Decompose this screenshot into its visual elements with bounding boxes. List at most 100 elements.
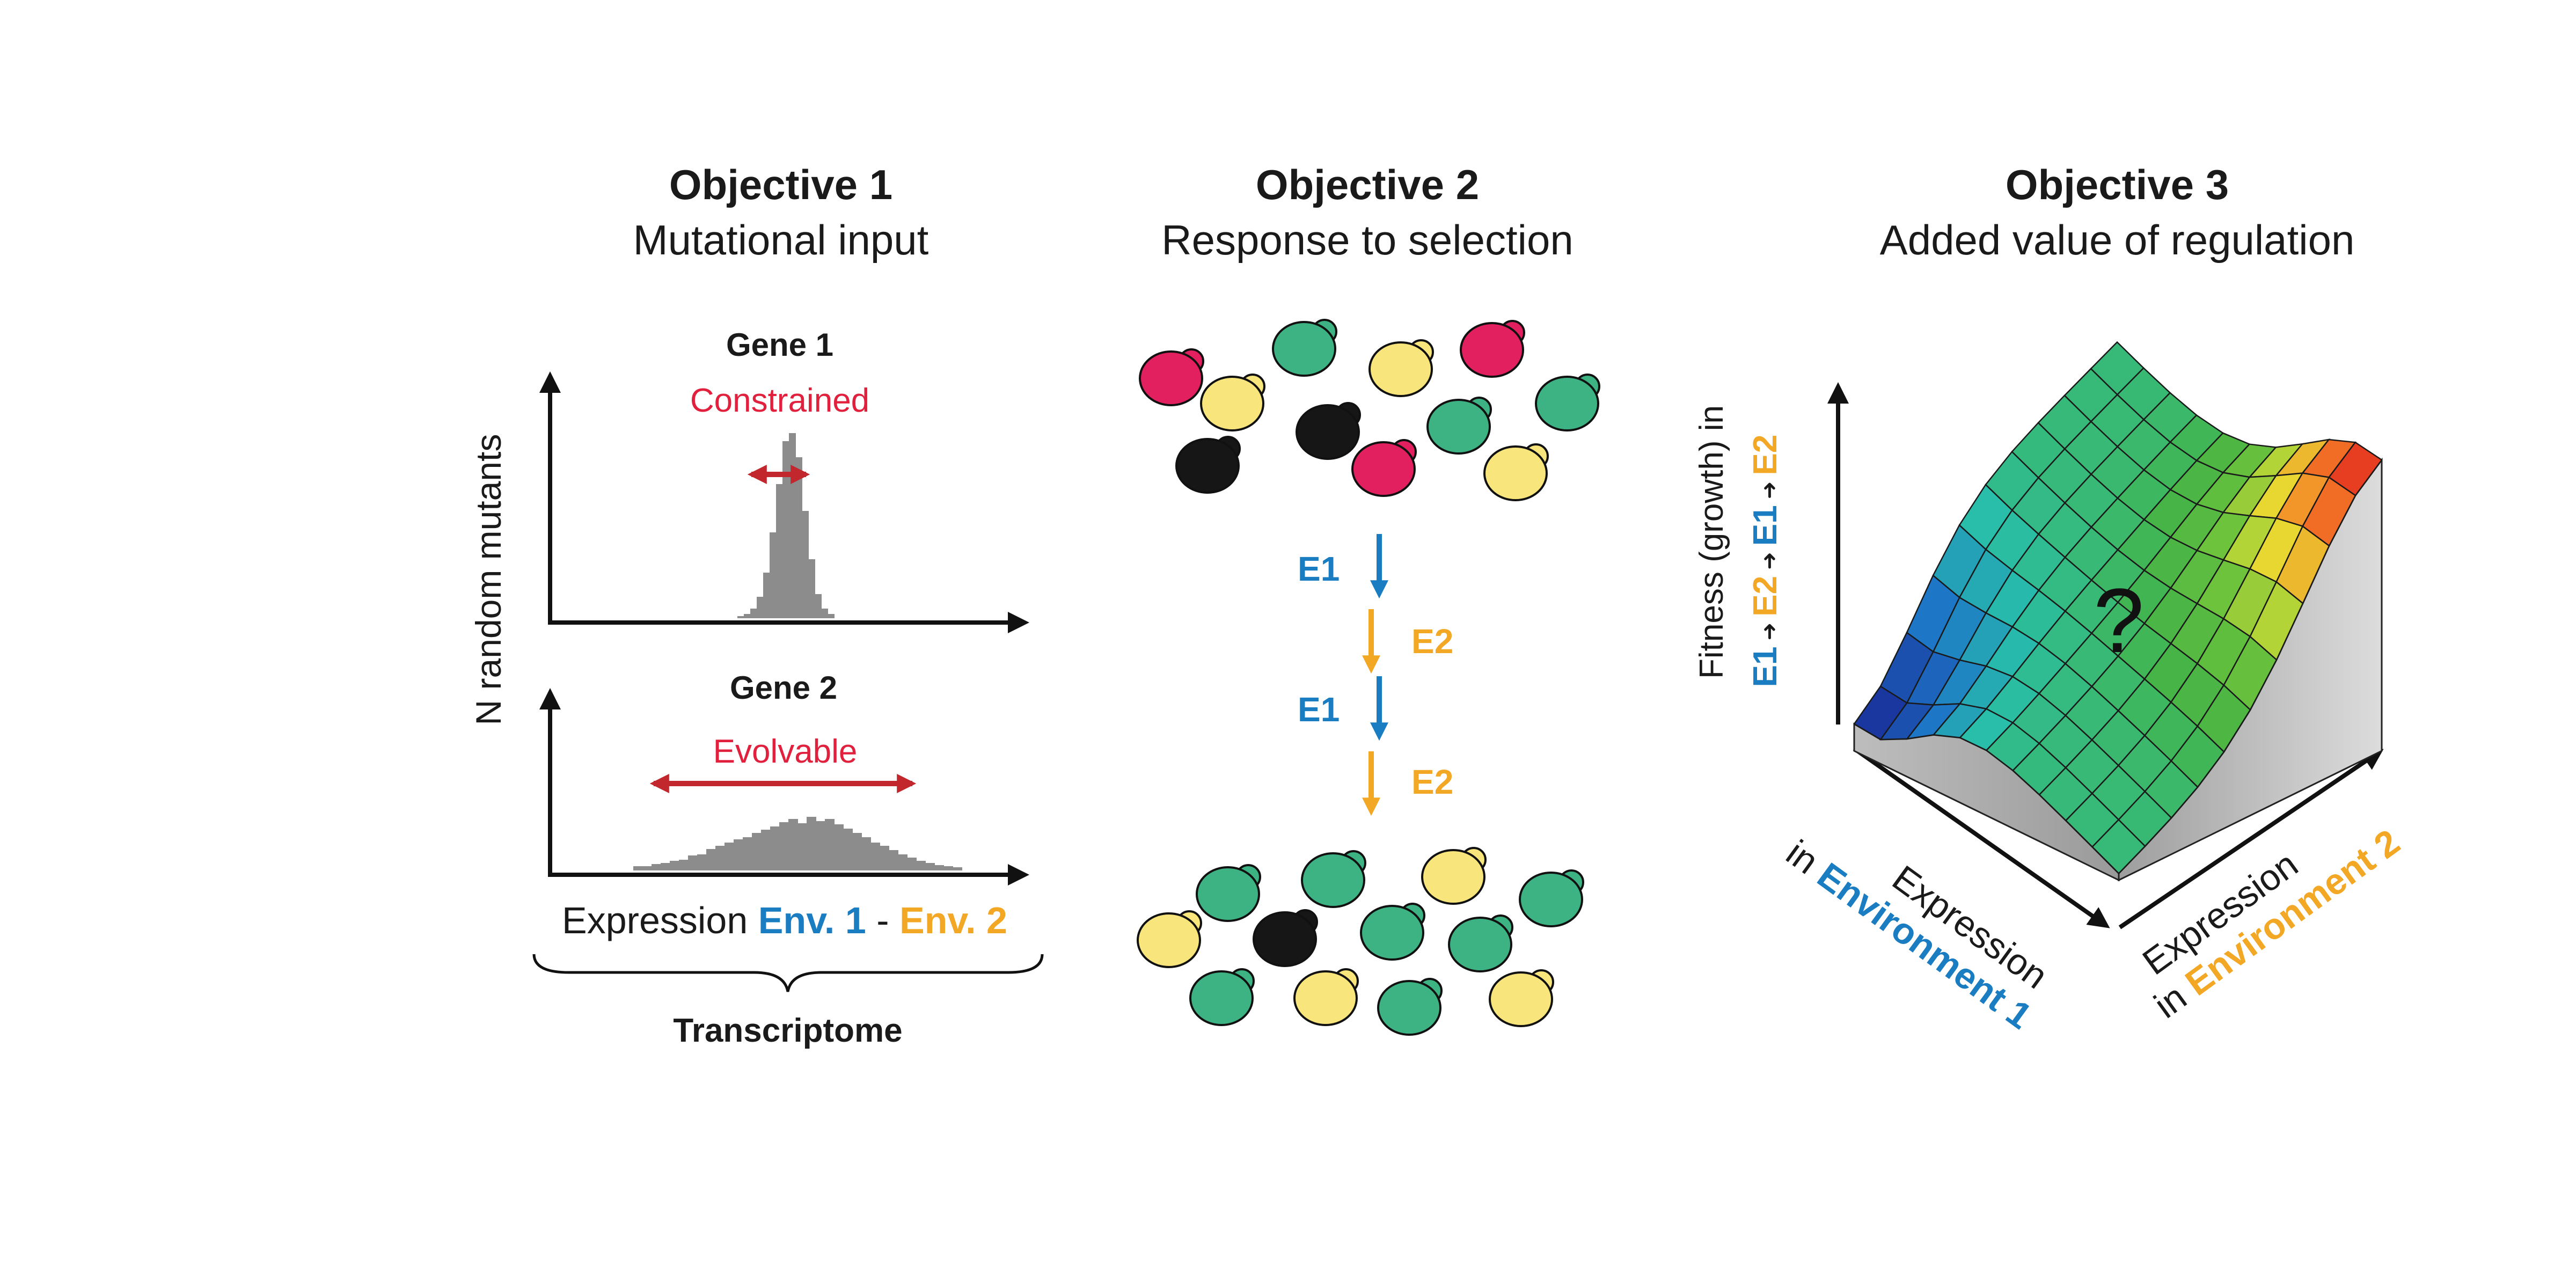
histogram-bar [776, 484, 783, 618]
histogram-bar [652, 864, 661, 870]
env1-axis-arrow [1853, 747, 2110, 928]
objective3-title: Objective 3 [2005, 161, 2229, 208]
yeast-cell [1448, 914, 1513, 972]
yeast-cell [1200, 374, 1265, 431]
histogram-bar [633, 866, 643, 870]
expression-axis-label: Expression Env. 1 - Env. 2 [562, 902, 1007, 939]
histogram-bar [679, 860, 689, 870]
gene1-constrained-label: Constrained [690, 382, 870, 419]
env2-axis-arrow [2118, 749, 2384, 930]
gene2-histogram [633, 817, 962, 870]
histogram-bar [880, 846, 889, 870]
yeast-cell [1519, 869, 1584, 927]
objective1-title: Objective 1 [669, 161, 893, 208]
step-label-1: E1 [1298, 550, 1340, 588]
histogram-bar [642, 866, 652, 870]
transcriptome-label: Transcriptome [673, 1012, 903, 1049]
histogram-bar [757, 597, 764, 618]
env2-label: Env. 2 [899, 899, 1007, 941]
histogram-bar [843, 829, 853, 870]
env1-label: Env. 1 [758, 899, 866, 941]
step-label-3: E1 [1298, 690, 1340, 729]
yeast-cell [1137, 910, 1202, 968]
histogram-bar [802, 511, 809, 618]
gene2-label: Gene 2 [729, 670, 838, 706]
yeast-cell [1351, 439, 1417, 497]
histogram-bar [816, 821, 825, 870]
yeast-cell [1377, 978, 1443, 1036]
histogram-bar [788, 819, 798, 870]
histogram-bar [724, 843, 734, 870]
yeast-cell [1535, 374, 1600, 431]
histogram-bar [782, 441, 789, 618]
histogram-bar [744, 614, 751, 618]
yeast-cell [1489, 969, 1554, 1027]
yeast-cell [1296, 402, 1361, 460]
yeast-cell [1189, 968, 1255, 1026]
histogram-bar [825, 819, 835, 870]
histogram-bar [779, 822, 789, 870]
yeast-cell [1139, 348, 1204, 406]
population-before-selection [1139, 319, 1600, 501]
yeast-cell [1421, 847, 1487, 905]
gene2-evolvable-label: Evolvable [713, 733, 858, 770]
histogram-bar [828, 614, 835, 618]
landscape-surface-patch [2091, 818, 2146, 875]
histogram-bar [734, 839, 743, 870]
histogram-bar [925, 863, 935, 870]
histogram-bar [815, 594, 822, 618]
histogram-bar [770, 532, 777, 618]
histogram-bar [807, 817, 816, 870]
histogram-bar [943, 866, 953, 870]
histogram-bar [763, 573, 770, 618]
histogram-bar [795, 457, 802, 618]
yeast-cell [1196, 864, 1261, 922]
yeast-cell [1301, 850, 1366, 908]
histogram-bar [953, 867, 962, 870]
histogram-bar [808, 559, 815, 618]
yeast-cell [1272, 319, 1337, 377]
histogram-bar [934, 865, 944, 870]
histogram-bar [761, 830, 771, 870]
yeast-cell [1360, 903, 1425, 961]
histogram-bar [834, 824, 844, 870]
population-after-selection [1137, 847, 1584, 1036]
histogram-bar [752, 833, 762, 870]
histogram-bar [907, 858, 917, 870]
objective3-subtitle: Added value of regulation [1879, 216, 2355, 264]
histogram-bar [688, 855, 698, 870]
separator: - [866, 899, 899, 941]
transcriptome-brace [532, 954, 1044, 992]
histogram-bar [889, 850, 898, 870]
step-label-4: E2 [1411, 763, 1454, 801]
histogram-bar [852, 833, 862, 870]
fitness-landscape [1853, 341, 2383, 882]
histogram-bar [697, 854, 707, 870]
histogram-bar [898, 854, 908, 870]
yeast-cell [1460, 320, 1525, 378]
histogram-bar [870, 843, 880, 870]
yeast-cell [1426, 397, 1492, 455]
expression-prefix: Expression [562, 899, 758, 941]
histogram-bar [670, 861, 679, 870]
histogram-bar [737, 616, 744, 618]
yeast-cell [1253, 909, 1318, 967]
histogram-bar [706, 849, 716, 870]
objective2-title: Objective 2 [1255, 161, 1480, 208]
histogram-bar [797, 823, 807, 870]
objective1-subtitle: Mutational input [633, 216, 929, 264]
yeast-cell [1175, 436, 1241, 494]
step-label-2: E2 [1411, 622, 1454, 661]
histogram-bar [743, 837, 752, 870]
histogram-bar [770, 826, 780, 870]
yeast-cell [1293, 968, 1359, 1026]
question-mark: ? [2094, 570, 2145, 672]
gene1-label: Gene 1 [726, 327, 834, 363]
histogram-bar [715, 846, 725, 870]
histogram-bar [661, 863, 670, 870]
objective2-subtitle: Response to selection [1161, 216, 1574, 264]
